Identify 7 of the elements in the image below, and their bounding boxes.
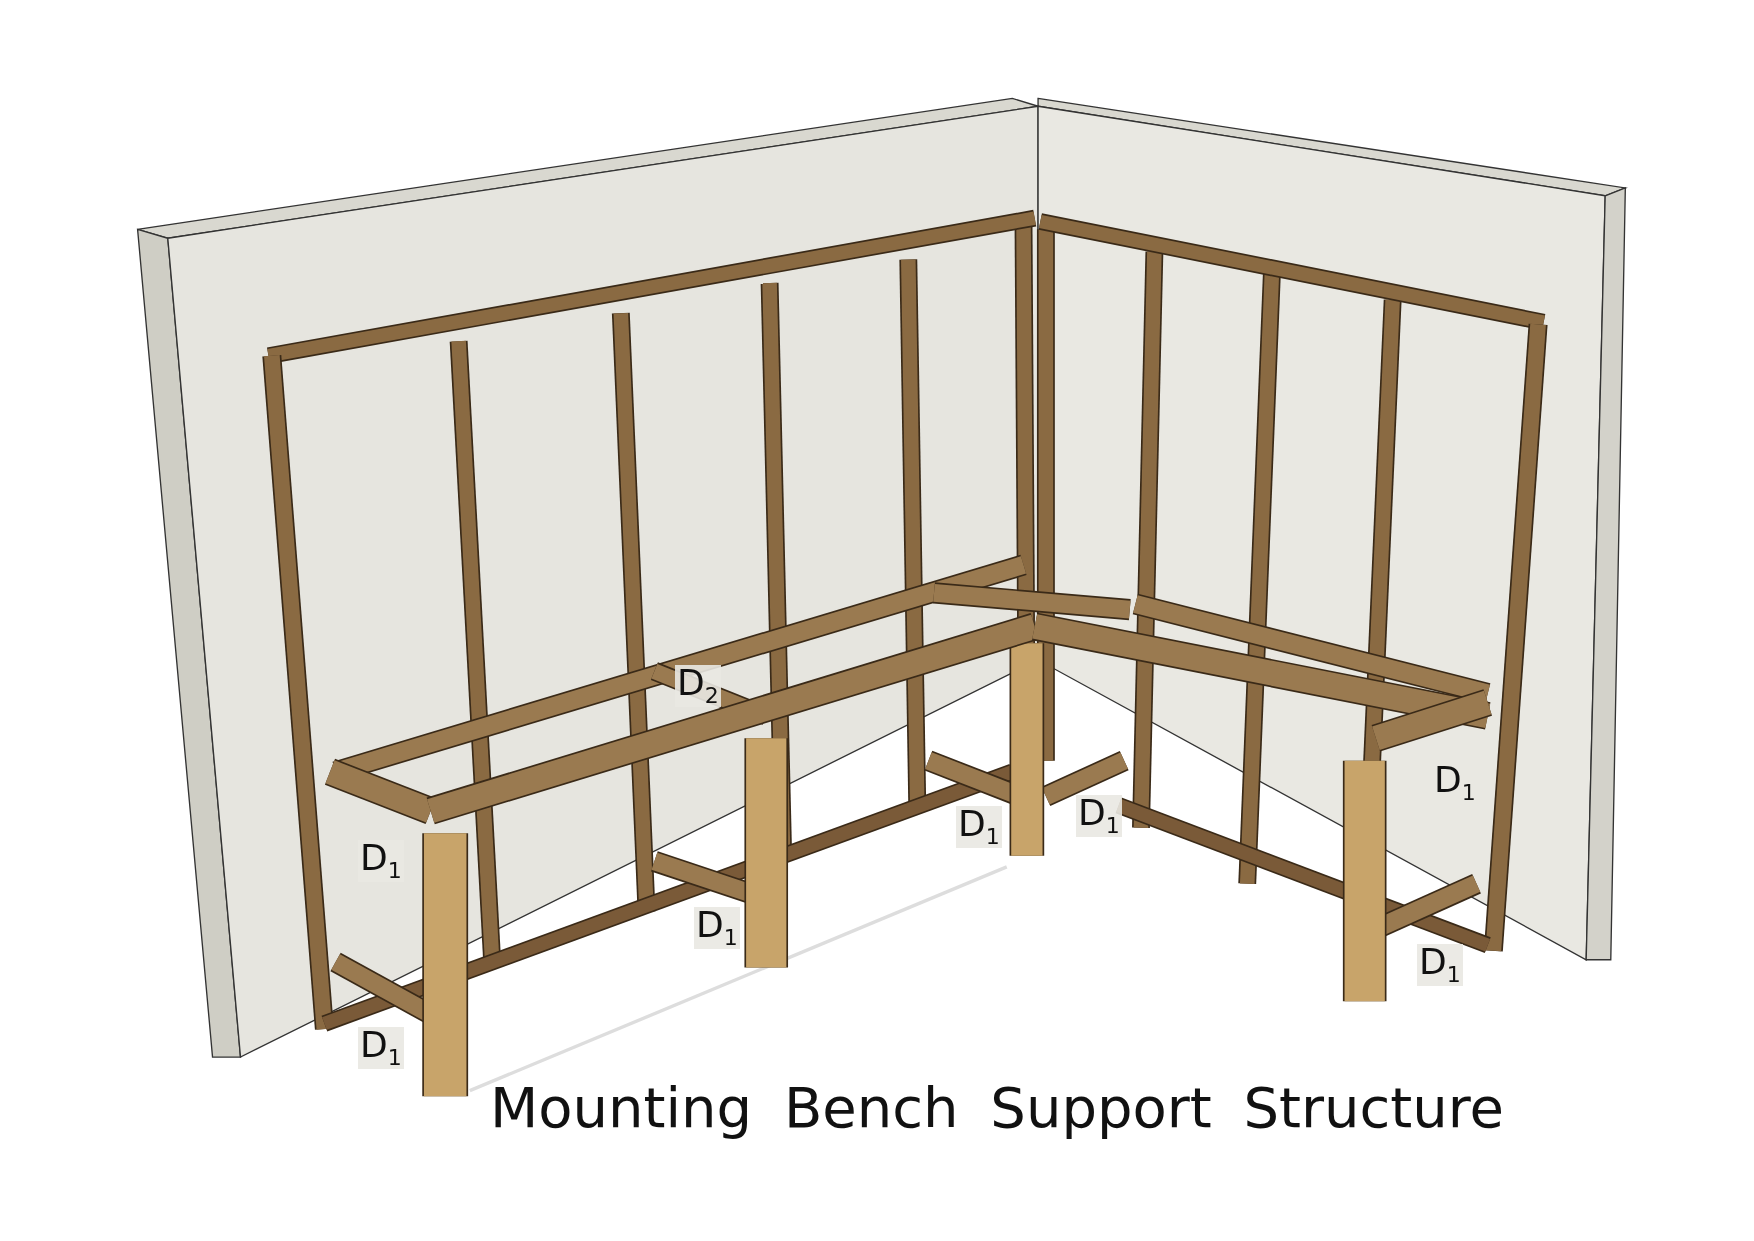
diagram-title: Mounting Bench Support Structure <box>490 1075 1505 1140</box>
part-label: D$_{1}$ <box>1076 795 1122 838</box>
part-label: D$_{1}$ <box>358 1027 404 1070</box>
part-label: D$_{2}$ <box>675 665 721 708</box>
part-label: D$_{1}$ <box>694 907 740 950</box>
part-label: D$_{1}$ <box>956 806 1002 849</box>
part-label: D$_{1}$ <box>1417 944 1463 987</box>
